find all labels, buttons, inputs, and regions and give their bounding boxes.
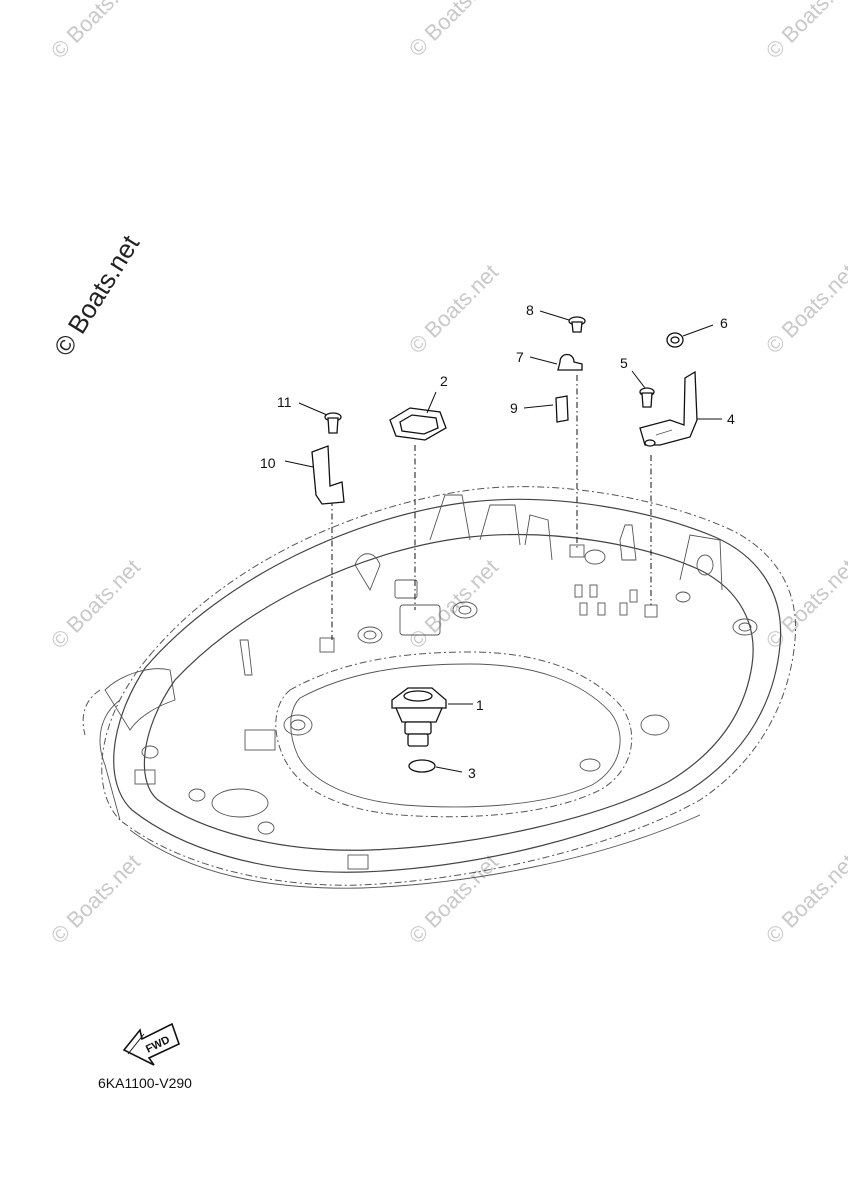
part-nut-6 [666, 332, 684, 348]
part-cushion-9 [555, 395, 569, 423]
part-clip-3 [408, 759, 436, 773]
callout-2: 2 [440, 373, 448, 389]
callout-1: 1 [476, 697, 484, 713]
fwd-arrow-icon: FWD [122, 1022, 180, 1066]
callout-11: 11 [277, 394, 292, 410]
watermark-tile: © Boats.net [404, 259, 503, 358]
callout-8: 8 [526, 302, 534, 318]
callout-6: 6 [720, 315, 728, 331]
watermark-tile: © Boats.net [761, 259, 848, 358]
callout-9: 9 [510, 400, 518, 416]
watermark-tile: © Boats.net [404, 849, 503, 948]
leader-lines [284, 310, 722, 773]
watermark-tile: © Boats.net [761, 849, 848, 948]
part-bolt-8 [568, 316, 586, 333]
diagram-code: 6KA1100-V290 [98, 1075, 192, 1091]
bottom-cowling [82, 486, 797, 889]
callout-10: 10 [260, 455, 276, 471]
watermark-tile: © Boats.net [46, 0, 145, 64]
watermark-tile: © Boats.net [404, 0, 503, 62]
part-clamp-7 [557, 353, 583, 371]
callouts: 1 2 3 4 5 6 7 8 9 10 11 [260, 302, 735, 781]
callout-5: 5 [620, 355, 628, 371]
part-bolt-5 [639, 387, 655, 408]
part-bracket-4 [639, 370, 698, 447]
part-bolt-11 [324, 412, 342, 434]
watermark-tile: © Boats.net [404, 554, 503, 653]
callout-3: 3 [468, 765, 476, 781]
part-grommet-1 [391, 687, 447, 747]
watermark-tile: © Boats.net [46, 849, 145, 948]
part-plate-10 [311, 445, 345, 505]
guide-lines [331, 375, 652, 640]
watermark-tile: © Boats.net [46, 554, 145, 653]
watermark-tile: © Boats.net [761, 0, 848, 64]
watermark-main: © Boats.net [48, 229, 146, 361]
callout-7: 7 [516, 349, 524, 365]
callout-4: 4 [727, 411, 735, 427]
watermark-tiles: © Boats.net © Boats.net © Boats.net © Bo… [46, 0, 848, 949]
watermark-tile: © Boats.net [761, 554, 848, 653]
part-gasket-2 [389, 407, 447, 441]
